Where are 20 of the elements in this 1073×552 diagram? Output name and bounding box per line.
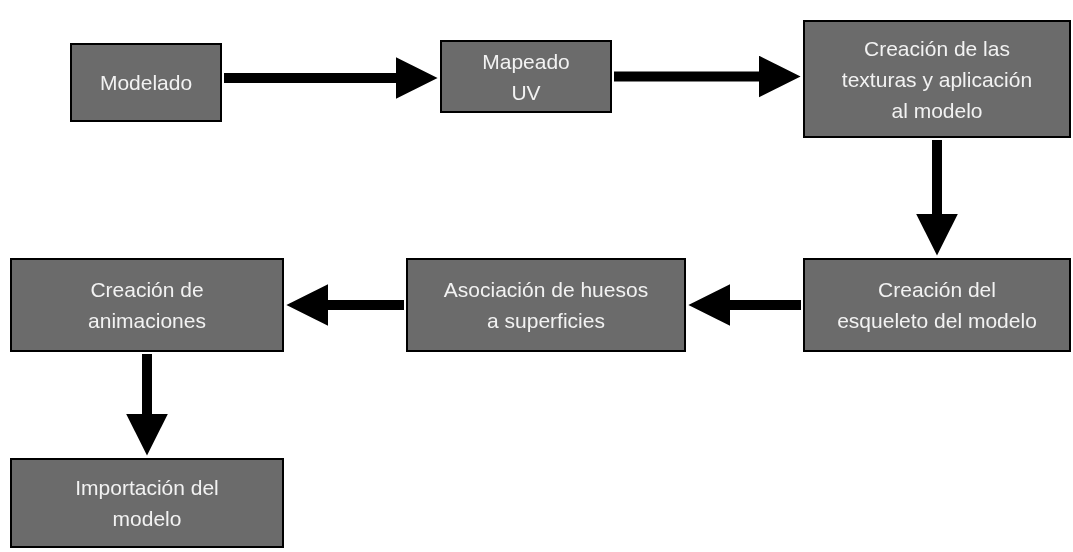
process-box — [70, 43, 222, 122]
box-label: Importación del modelo — [74, 475, 220, 532]
arrow — [286, 284, 404, 326]
process-box — [10, 258, 284, 352]
process-box — [440, 40, 612, 113]
arrow — [688, 284, 801, 326]
arrow — [614, 55, 801, 98]
arrow — [916, 140, 958, 256]
box-label: Creación del esqueleto del modelo — [836, 277, 1038, 334]
process-box — [803, 258, 1071, 352]
arrow — [126, 354, 168, 456]
box-label: Creación de animaciones — [87, 277, 207, 334]
box-label: Mapeado UV — [481, 48, 571, 106]
box-label: Modelado — [99, 70, 193, 96]
box-label: Creación de las texturas y aplicación al modelo — [840, 35, 1034, 124]
process-box — [10, 458, 284, 548]
arrow — [224, 57, 438, 99]
process-box — [406, 258, 686, 352]
process-box — [803, 20, 1071, 138]
box-label: Asociación de huesos a superficies — [442, 277, 650, 334]
